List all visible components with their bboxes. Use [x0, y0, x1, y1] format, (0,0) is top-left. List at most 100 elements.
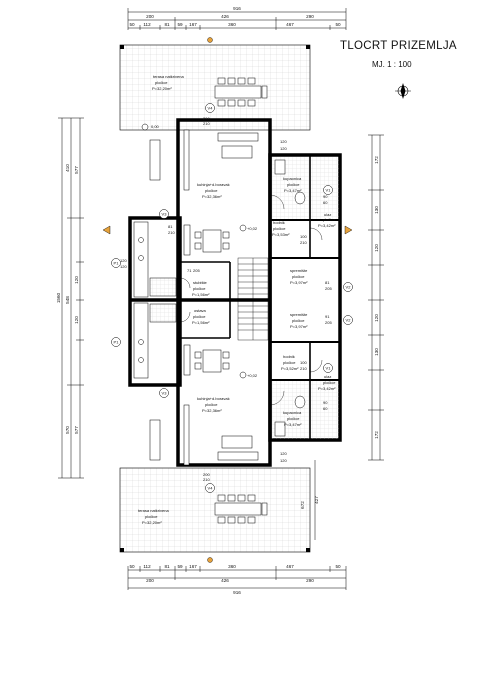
room-bath-bottom: kupaonica pločice P=3,47m²: [283, 410, 302, 427]
size-71-top: 71: [187, 268, 192, 273]
dim-right-d2: 130: [374, 206, 379, 214]
dim-bottom-d5: 167: [189, 564, 197, 569]
room-stair-bottom-name: ostava: [194, 308, 207, 313]
room-storage-bottom-area: P=3,97m²: [290, 324, 308, 329]
living-bottom-furniture: [183, 344, 259, 466]
room-kitchen-top-floor: pločice: [205, 188, 218, 193]
room-storage-top-name: spremište: [290, 268, 308, 273]
room-bath-top: kupaonica pločice P=3,47m²: [283, 176, 302, 193]
dim-right-low: 427: [314, 496, 319, 504]
dimension-right: [314, 134, 384, 540]
room-hall-bottom-area: P=3,52m²: [281, 366, 299, 371]
room-entry-bottom-floor: pločice: [323, 380, 336, 385]
room-bath-top-area: P=3,47m²: [284, 188, 302, 193]
room-terrace-top-name: terasa natkrivena: [153, 74, 184, 79]
tag-p1-bottom: P1: [114, 340, 120, 345]
room-terrace-bottom-name: terasa natkrivena: [138, 508, 169, 513]
size-210-bottom: 210: [203, 477, 210, 482]
size-100-bottom: 100: [300, 360, 307, 365]
dim-bottom-seg-1: 200: [146, 578, 154, 583]
dim-top-d7: 467: [286, 22, 294, 27]
dim-right-d6: 172: [374, 431, 379, 439]
tag-p1-top: P1: [114, 261, 120, 266]
tag-v3-bottom: V3: [162, 391, 168, 396]
dim-bottom-d1: 50: [129, 564, 135, 569]
size-120b-top: 120: [280, 146, 287, 151]
room-kitchen-top: kuhinja+d.boravak pločice P=32,36m²: [197, 182, 230, 199]
room-terrace-top-area: P=32,20m²: [152, 86, 172, 91]
size-90-bottom: 90: [323, 400, 328, 405]
size-60-top: 60: [323, 200, 328, 205]
dim-top-d4: 59: [177, 22, 183, 27]
dim-bottom-d6: 360: [228, 564, 236, 569]
size-205-top: 205: [325, 286, 332, 291]
room-bath-top-name: kupaonica: [283, 176, 302, 181]
dim-bottom-d3: 81: [164, 564, 170, 569]
drawing-title: TLOCRT PRIZEMLJA: [340, 40, 457, 52]
size-90-top: 90: [323, 194, 328, 199]
level-bottom-floor: +0,02: [247, 373, 258, 378]
room-storage-top-area: P=3,97m²: [290, 280, 308, 285]
dim-top-d2: 112: [143, 22, 151, 27]
room-hall-bottom: hodnik pločice P=3,52m²: [281, 354, 299, 371]
room-storage-bottom: spremište pločice P=3,97m²: [290, 312, 308, 329]
room-bath-top-floor: pločice: [287, 182, 300, 187]
room-entry-top-floor: pločice: [323, 217, 336, 222]
dim-bottom-d8: 50: [335, 564, 341, 569]
room-kitchen-top-name: kuhinja+d.boravak: [197, 182, 230, 187]
dim-left-d3: 120: [74, 316, 79, 324]
building-walls: [128, 118, 342, 467]
tag-v4-bottom: V4: [208, 486, 214, 491]
room-entry-bottom-name: ulaz: [324, 374, 331, 379]
dim-left-d4: 577: [74, 426, 79, 434]
room-kitchen-bottom: kuhinja+d.boravak pločice P=32,36m²: [197, 396, 230, 413]
dim-right-d1: 172: [374, 156, 379, 164]
door-swings: [179, 194, 323, 406]
dim-bottom-seg-2: 426: [221, 578, 229, 583]
north-arrow-icon: [395, 83, 411, 99]
room-terrace-bottom-area: P=32,20m²: [142, 520, 162, 525]
dim-bottom-d4: 59: [177, 564, 183, 569]
room-terrace-bottom: terasa natkrivena pločice P=32,20m²: [138, 508, 169, 525]
size-210-top: 210: [203, 121, 210, 126]
terrace-columns: [120, 45, 310, 552]
room-bath-bottom-name: kupaonica: [283, 410, 302, 415]
staircase: [237, 257, 269, 341]
size-81-top: 81: [325, 280, 330, 285]
size-210d-bottom: 210: [300, 366, 307, 371]
room-bath-bottom-area: P=3,47m²: [284, 422, 302, 427]
room-kitchen-bottom-floor: pločice: [205, 402, 218, 407]
room-entry-top-area: P=3,42m²: [318, 223, 336, 228]
dimension-top: [127, 8, 347, 30]
size-210d-top: 210: [300, 240, 307, 245]
room-stair-top-name: stubište: [193, 280, 208, 285]
tag-v3-top: V3: [162, 212, 168, 217]
tag-v1-top: V1: [326, 188, 332, 193]
room-bath-bottom-floor: pločice: [287, 416, 300, 421]
entry-bottom-floor: [311, 381, 339, 439]
room-kitchen-bottom-area: P=32,36m²: [202, 408, 222, 413]
room-storage-bottom-name: spremište: [290, 312, 308, 317]
dim-bottom-d2: 112: [143, 564, 151, 569]
dim-left-d1: 577: [74, 166, 79, 174]
dim-top-d3: 81: [164, 22, 170, 27]
room-hall-top-floor: pločice: [273, 226, 286, 231]
size-60-bottom: 60: [323, 406, 328, 411]
dim-top-seg-3: 290: [306, 14, 314, 19]
size-200-bottom: 200: [203, 472, 210, 477]
size-200-top: 200: [203, 116, 210, 121]
room-storage-bottom-floor: pločice: [292, 318, 305, 323]
size-205-bottom: 205: [325, 320, 332, 325]
dim-left-total: 1560: [56, 292, 61, 303]
room-entry-top: ulaz pločice P=3,42m²: [318, 212, 336, 228]
terrace-loungers: [149, 139, 161, 461]
dim-bottom-seg-3: 290: [306, 578, 314, 583]
bath-top-fixtures: [274, 159, 306, 205]
room-terrace-top: terasa natkrivena pločice P=32,20m²: [152, 74, 184, 91]
room-kitchen-bottom-name: kuhinja+d.boravak: [197, 396, 230, 401]
living-top-furniture: [183, 129, 259, 256]
level-markers: [141, 123, 247, 379]
room-terrace-bottom-floor: pločice: [145, 514, 158, 519]
dimension-bottom: [127, 566, 347, 590]
kitchen-bottom-counter: [133, 302, 177, 379]
